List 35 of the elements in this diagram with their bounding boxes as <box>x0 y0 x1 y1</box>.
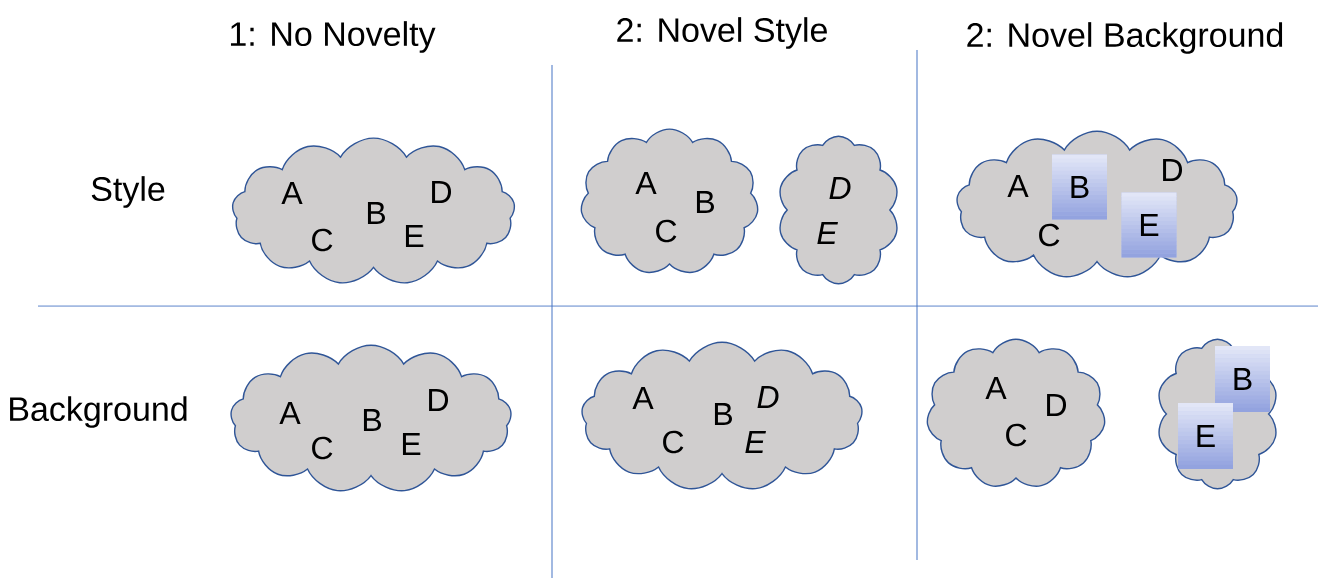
letter: E <box>1197 425 1215 447</box>
letter: D <box>757 386 779 408</box>
row-header: Background <box>10 396 187 428</box>
letter: B <box>696 191 714 213</box>
letter: A <box>279 402 301 424</box>
column-header: 2: Novel Background <box>967 22 1283 54</box>
letter: E <box>817 222 838 244</box>
letter: B <box>714 403 732 425</box>
letter: C <box>312 436 333 460</box>
letter: C <box>1039 223 1060 247</box>
letter: A <box>985 377 1007 399</box>
letter: A <box>1007 175 1029 197</box>
letter: C <box>656 219 677 243</box>
letter: C <box>1006 423 1027 447</box>
letter: E <box>1140 214 1159 236</box>
letter: A <box>635 172 657 194</box>
letter: E <box>405 225 424 247</box>
row-header: Style <box>91 176 165 208</box>
column-header: 1: No Novelty <box>231 21 436 53</box>
letter: C <box>663 430 684 454</box>
letter: B <box>363 409 381 431</box>
letter: D <box>829 177 851 199</box>
column-header: 2: Novel Style <box>617 17 827 49</box>
letter: C <box>312 228 333 252</box>
letter: D <box>432 181 452 203</box>
letter: E <box>745 431 766 453</box>
letter: D <box>1163 159 1183 181</box>
letter: E <box>402 433 421 455</box>
letter: D <box>1047 394 1067 416</box>
letter: B <box>367 202 385 224</box>
letter: B <box>1071 176 1089 198</box>
letter: A <box>632 387 654 409</box>
letter: B <box>1234 368 1252 390</box>
letter: A <box>281 182 303 204</box>
letter: D <box>429 389 449 411</box>
